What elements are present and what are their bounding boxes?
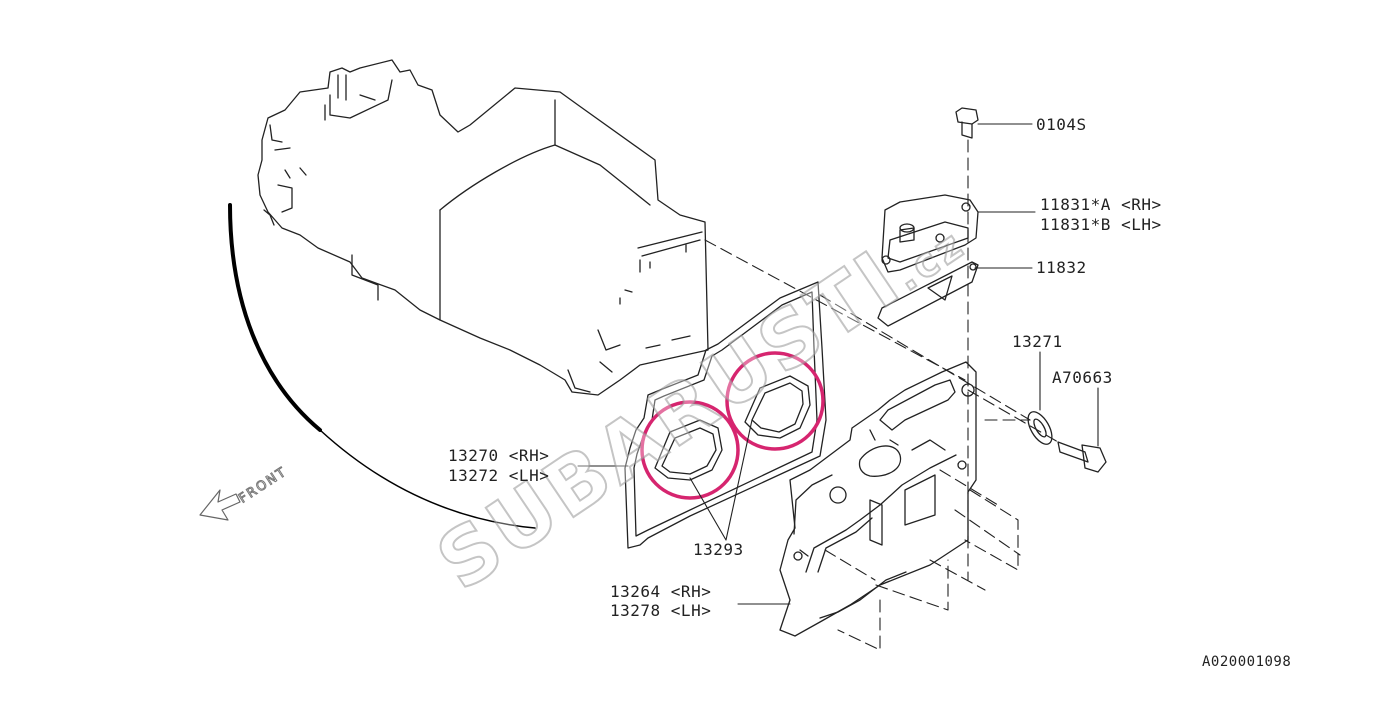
ignition-coil-cover — [881, 194, 979, 273]
label-plug-seal: 13293 — [693, 540, 744, 559]
leader-lines — [577, 123, 1099, 605]
valve-cover-gasket — [624, 281, 827, 549]
diagram-id: A020001098 — [1202, 654, 1292, 670]
label-cover-rh: 11831*A <RH> — [1040, 195, 1162, 214]
label-washer: 13271 — [1012, 332, 1063, 351]
arrow-left-icon — [199, 489, 241, 521]
bolt — [955, 107, 979, 139]
label-gasket-rh: 13270 <RH> — [448, 446, 550, 465]
highlight-circle-left — [640, 400, 740, 500]
label-rocker-lh: 13278 <LH> — [610, 601, 712, 620]
label-rocker-rh: 13264 <RH> — [610, 582, 712, 601]
label-stud: A70663 — [1052, 368, 1113, 387]
label-cover-lh: 11831*B <LH> — [1040, 215, 1162, 234]
label-bolt: 0104S — [1036, 115, 1087, 134]
highlight-circle-right — [725, 351, 825, 451]
assembly-lines — [704, 139, 1059, 651]
rotation-arc-thick — [228, 203, 322, 432]
label-plate: 11832 — [1036, 258, 1087, 277]
engine-illustration — [257, 59, 709, 396]
washer — [1027, 411, 1053, 445]
label-gasket-lh: 13272 <LH> — [448, 466, 550, 485]
rotation-arc-thin — [319, 429, 536, 529]
cover-plate — [877, 261, 979, 327]
stud-bolt — [1057, 441, 1107, 473]
rocker-cover — [779, 361, 977, 637]
